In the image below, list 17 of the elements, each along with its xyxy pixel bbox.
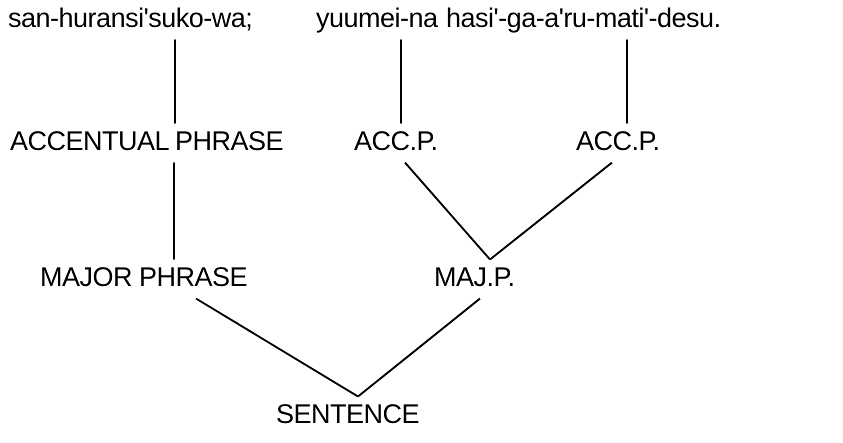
tree-branch-line <box>626 40 628 124</box>
node-label: hasi'-ga-a'ru-mati'-desu. <box>446 2 721 34</box>
tree-branch-line <box>195 298 359 398</box>
tree-branch-line <box>489 162 613 260</box>
node-label: san-huransi'suko-wa; <box>8 2 252 34</box>
tree-branch-line <box>357 298 481 398</box>
tree-branch-line <box>404 162 491 260</box>
node-label: ACCENTUAL PHRASE <box>10 126 284 157</box>
node-label: yuumei-na <box>316 2 438 34</box>
tree-branch-line <box>400 40 402 124</box>
tree-branch-line <box>173 162 175 260</box>
node-label: SENTENCE <box>276 398 420 430</box>
node-label: MAJOR PHRASE <box>40 262 248 293</box>
tree-branch-line <box>174 40 176 124</box>
node-label: ACC.P. <box>354 126 438 157</box>
node-label: ACC.P. <box>576 126 660 157</box>
node-label: MAJ.P. <box>434 262 515 293</box>
